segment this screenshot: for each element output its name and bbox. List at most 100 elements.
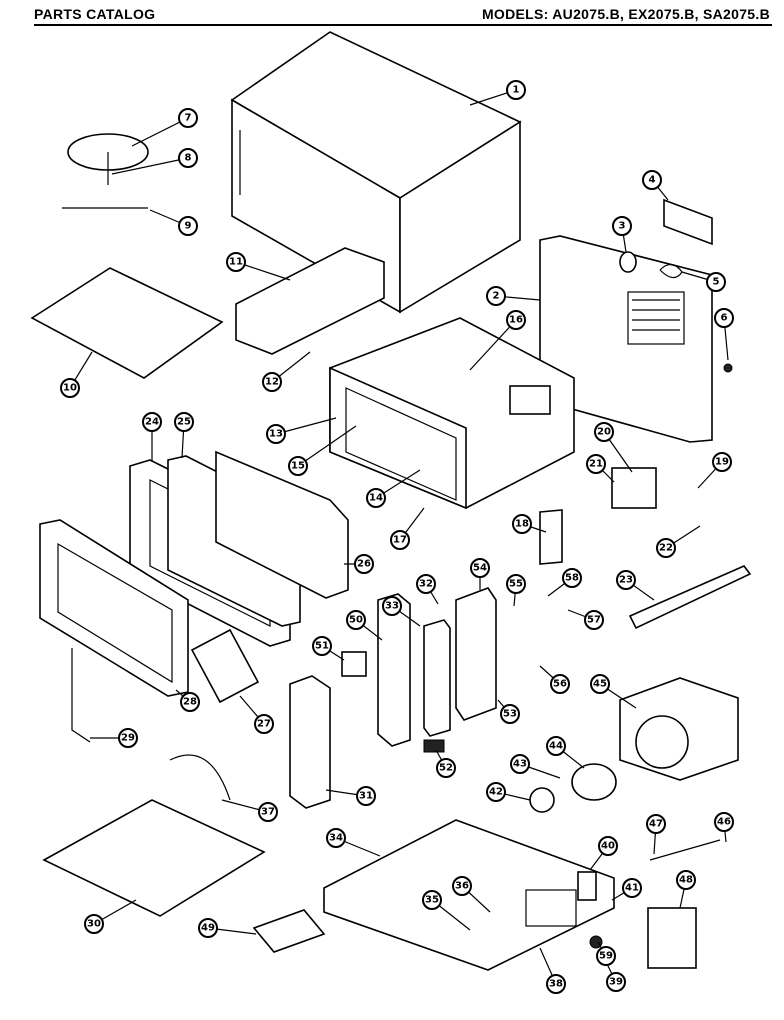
wire-harness-part bbox=[169, 754, 231, 801]
callout-49: 49 bbox=[198, 918, 218, 938]
callout-label-56: 56 bbox=[553, 679, 567, 690]
callout-label-44: 44 bbox=[549, 741, 563, 752]
callout-label-30: 30 bbox=[87, 919, 101, 930]
duct-part bbox=[235, 247, 385, 355]
callout-label-47: 47 bbox=[649, 819, 663, 830]
base-plate-part bbox=[323, 819, 615, 971]
callout-52: 52 bbox=[436, 758, 456, 778]
callout-20: 20 bbox=[594, 422, 614, 442]
oven-cavity-part bbox=[329, 317, 575, 510]
callout-label-15: 15 bbox=[291, 461, 305, 472]
callout-label-55: 55 bbox=[509, 579, 523, 590]
door-panel-part bbox=[39, 519, 189, 697]
callout-57: 57 bbox=[584, 610, 604, 630]
callout-label-37: 37 bbox=[261, 807, 275, 818]
callout-59: 59 bbox=[596, 946, 616, 966]
callout-label-33: 33 bbox=[385, 601, 399, 612]
callout-label-17: 17 bbox=[393, 535, 407, 546]
models-label: MODELS: AU2075.B, EX2075.B, SA2075.B bbox=[481, 6, 770, 22]
leader-line-16 bbox=[469, 319, 517, 371]
callout-label-19: 19 bbox=[715, 457, 729, 468]
callout-label-59: 59 bbox=[599, 951, 613, 962]
filter-part bbox=[252, 909, 326, 953]
callout-label-7: 7 bbox=[185, 113, 192, 124]
callout-label-10: 10 bbox=[63, 383, 77, 394]
callout-label-40: 40 bbox=[601, 841, 615, 852]
callout-label-35: 35 bbox=[425, 895, 439, 906]
callout-7: 7 bbox=[178, 108, 198, 128]
callout-37: 37 bbox=[258, 802, 278, 822]
callout-43: 43 bbox=[510, 754, 530, 774]
bracket-part bbox=[663, 198, 713, 246]
callout-44: 44 bbox=[546, 736, 566, 756]
callout-38: 38 bbox=[546, 974, 566, 994]
callout-55: 55 bbox=[506, 574, 526, 594]
catalog-title: PARTS CATALOG bbox=[34, 6, 156, 22]
callout-42: 42 bbox=[486, 782, 506, 802]
callout-label-52: 52 bbox=[439, 763, 453, 774]
callout-label-6: 6 bbox=[721, 313, 728, 324]
callout-label-21: 21 bbox=[589, 459, 603, 470]
callout-53: 53 bbox=[500, 704, 520, 724]
callout-label-58: 58 bbox=[565, 573, 579, 584]
callout-label-2: 2 bbox=[493, 291, 500, 302]
fan-blade-part bbox=[62, 133, 149, 209]
callout-45: 45 bbox=[590, 674, 610, 694]
callout-label-48: 48 bbox=[679, 875, 693, 886]
callout-14: 14 bbox=[366, 488, 386, 508]
callout-label-16: 16 bbox=[509, 315, 523, 326]
callout-label-46: 46 bbox=[717, 817, 731, 828]
callout-label-24: 24 bbox=[145, 417, 159, 428]
callout-label-1: 1 bbox=[513, 85, 520, 96]
callout-18: 18 bbox=[512, 514, 532, 534]
callout-label-42: 42 bbox=[489, 787, 503, 798]
callout-label-41: 41 bbox=[625, 883, 639, 894]
callout-21: 21 bbox=[586, 454, 606, 474]
mount-bracket-part bbox=[455, 587, 497, 721]
cord-part bbox=[649, 839, 721, 861]
callout-label-45: 45 bbox=[593, 679, 607, 690]
callout-label-50: 50 bbox=[349, 615, 363, 626]
callout-label-12: 12 bbox=[265, 377, 279, 388]
callout-label-23: 23 bbox=[619, 575, 633, 586]
capacitor-part bbox=[577, 871, 597, 901]
callout-50: 50 bbox=[346, 610, 366, 630]
callout-25: 25 bbox=[174, 412, 194, 432]
callout-48: 48 bbox=[676, 870, 696, 890]
callout-label-25: 25 bbox=[177, 417, 191, 428]
callout-label-53: 53 bbox=[503, 709, 517, 720]
callout-label-39: 39 bbox=[609, 977, 623, 988]
callout-30: 30 bbox=[84, 914, 104, 934]
callout-19: 19 bbox=[712, 452, 732, 472]
callout-22: 22 bbox=[656, 538, 676, 558]
callout-31: 31 bbox=[356, 786, 376, 806]
callout-13: 13 bbox=[266, 424, 286, 444]
motor-part bbox=[529, 787, 555, 813]
callout-label-29: 29 bbox=[121, 733, 135, 744]
callout-24: 24 bbox=[142, 412, 162, 432]
leader-line-15 bbox=[297, 425, 357, 467]
callout-26: 26 bbox=[354, 554, 374, 574]
callout-label-22: 22 bbox=[659, 543, 673, 554]
grommet-part bbox=[723, 363, 733, 373]
blower-housing-part bbox=[619, 677, 739, 781]
callout-39: 39 bbox=[606, 972, 626, 992]
choke-part bbox=[215, 450, 349, 599]
thermal-cutoff-part bbox=[539, 509, 563, 565]
callout-27: 27 bbox=[254, 714, 274, 734]
callout-56: 56 bbox=[550, 674, 570, 694]
callout-9: 9 bbox=[178, 216, 198, 236]
callout-16: 16 bbox=[506, 310, 526, 330]
callout-58: 58 bbox=[562, 568, 582, 588]
callout-41: 41 bbox=[622, 878, 642, 898]
control-panel-part bbox=[289, 675, 331, 809]
callout-label-34: 34 bbox=[329, 833, 343, 844]
callout-12: 12 bbox=[262, 372, 282, 392]
callout-label-31: 31 bbox=[359, 791, 373, 802]
callout-label-18: 18 bbox=[515, 519, 529, 530]
callout-label-3: 3 bbox=[619, 221, 626, 232]
callout-label-51: 51 bbox=[315, 641, 329, 652]
callout-54: 54 bbox=[470, 558, 490, 578]
callout-33: 33 bbox=[382, 596, 402, 616]
